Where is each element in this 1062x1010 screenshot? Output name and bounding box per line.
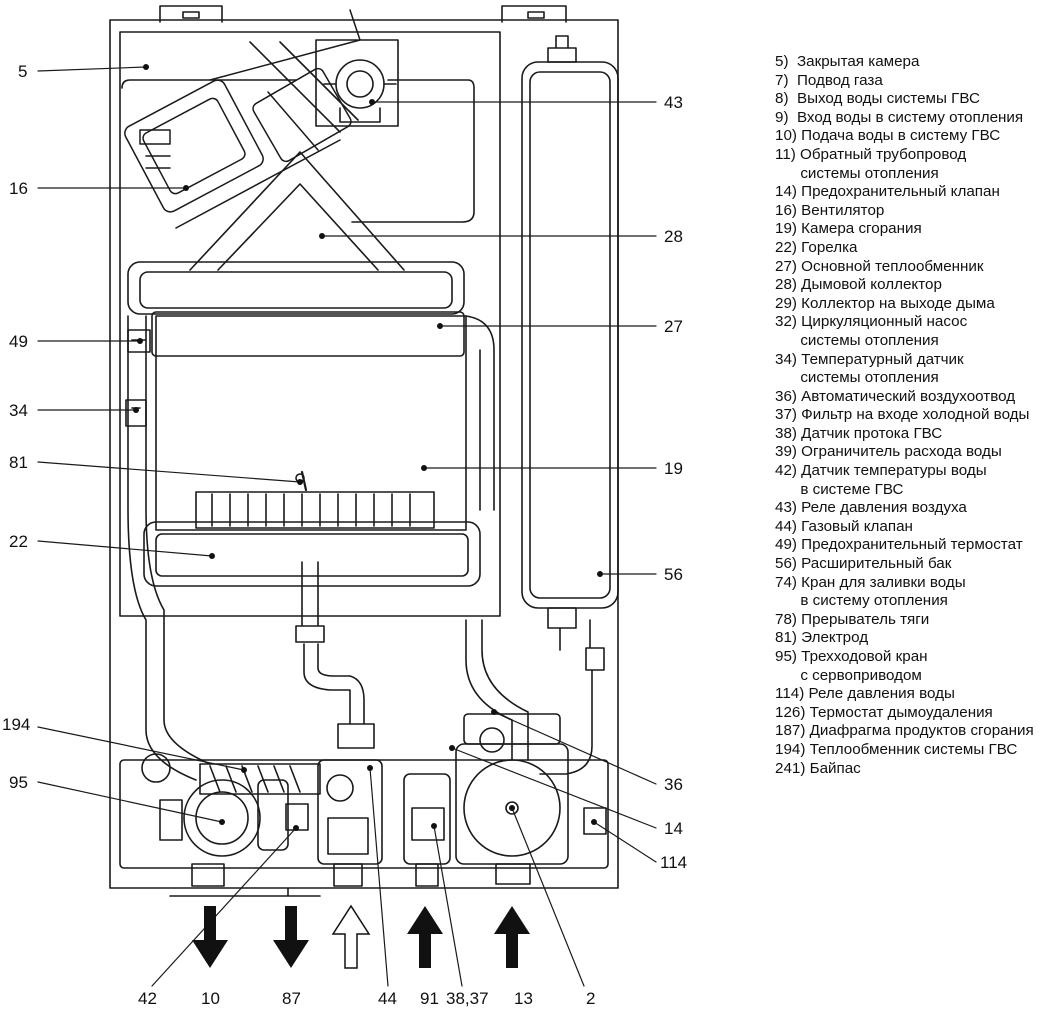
legend-item: 16) Вентилятор	[775, 201, 885, 219]
three-way-valve	[159, 779, 289, 857]
legend-item: 114) Реле давления воды	[775, 685, 955, 703]
legend-item: 7) Подвод газа	[775, 71, 883, 89]
legend-item: 37) Фильтр на входе холодной воды	[775, 406, 1030, 424]
mounting-bracket-left	[159, 5, 223, 23]
legend-item: 187) Диафрагма продуктов сгорания	[775, 722, 1034, 740]
callout-2: 2	[586, 989, 595, 1008]
legend-item: 81) Электрод	[775, 629, 869, 647]
legend-item: 95) Трехходовой кран	[775, 648, 928, 665]
mounting-bracket-right	[501, 5, 567, 23]
legend-item: в системе ГВС	[775, 480, 904, 498]
callout-13: 13	[514, 989, 533, 1008]
leader-dots	[133, 64, 603, 831]
legend-item: 10) Подача воды в систему ГВС	[775, 127, 1001, 145]
callout-49: 49	[9, 332, 28, 351]
outlet-fitting	[191, 863, 225, 887]
heating-pipe-left	[127, 315, 211, 781]
arrow-up-inlet-91	[407, 906, 443, 968]
dhw-heat-exchanger	[199, 763, 321, 795]
fan-assembly	[124, 9, 361, 229]
burner	[143, 491, 481, 587]
callout-34: 34	[9, 401, 28, 420]
legend-item: 14) Предохранительный клапан	[775, 183, 1000, 201]
callout-14: 14	[664, 819, 683, 838]
inner-chamber-frame	[121, 79, 475, 223]
callout-43: 43	[664, 93, 683, 112]
legend-item: 39) Ограничитель расхода воды	[775, 443, 1002, 461]
arrow-up-inlet-13	[494, 906, 530, 968]
legend-item: 194) Теплообменник системы ГВС	[775, 740, 1018, 758]
callout-38-37: 38,37	[446, 989, 489, 1008]
callout-10: 10	[201, 989, 220, 1008]
legend-item: 38) Датчик протока ГВС	[775, 424, 943, 442]
callout-91: 91	[420, 989, 439, 1008]
legend-item: системы отопления	[775, 164, 939, 182]
bypass-port	[141, 753, 171, 783]
callout-27: 27	[664, 317, 683, 336]
legend-item: 8) Выход воды системы ГВС	[775, 90, 980, 108]
hydraulic-group-base	[119, 759, 609, 869]
gas-pipe	[295, 561, 375, 749]
legend-item: 29) Коллектор на выходе дыма	[775, 294, 995, 312]
combustion-chamber	[155, 315, 467, 531]
legend-item: 9) Вход воды в систему отопления	[775, 108, 1024, 126]
callout-81: 81	[9, 453, 28, 472]
heating-pipe-right	[465, 315, 529, 761]
legend-item: 11) Обратный трубопровод	[775, 145, 967, 163]
legend-item: в систему отопления	[775, 592, 948, 610]
arrow-down-outlet-10	[192, 906, 228, 968]
legend-item: 34) Температурный датчик	[775, 350, 964, 368]
flow-arrows	[192, 904, 530, 969]
callout-28: 28	[664, 227, 683, 246]
gas-valve	[317, 759, 383, 887]
legend-item: 22) Горелка	[775, 238, 858, 256]
dhw-temp-sensor	[285, 803, 309, 831]
main-heat-exchanger	[127, 261, 465, 357]
legend-item: 36) Автоматический воздухоотвод	[775, 387, 1016, 405]
legend-item: 44) Газовый клапан	[775, 517, 913, 535]
bottom-lines	[169, 887, 321, 897]
callout-19: 19	[664, 459, 683, 478]
legend-item: системы отопления	[775, 331, 939, 349]
air-pressure-relay	[323, 59, 397, 123]
legend-item: 42) Датчик температуры воды	[775, 462, 987, 480]
legend-item: 241) Байпас	[775, 759, 861, 777]
legend-item: 78) Прерыватель тяги	[775, 610, 930, 628]
callout-5: 5	[18, 62, 27, 81]
callout-87: 87	[282, 989, 301, 1008]
callout-22: 22	[9, 532, 28, 551]
legend-item: 74) Кран для заливки воды	[775, 573, 966, 591]
leader-lines	[37, 66, 657, 987]
legend-item: 49) Предохранительный термостат	[775, 536, 1023, 554]
legend-item: системы отопления	[775, 369, 939, 387]
water-pressure-relay	[583, 807, 607, 835]
callout-95: 95	[9, 773, 28, 792]
legend-item: 56) Расширительный бак	[775, 555, 952, 573]
callout-16: 16	[9, 179, 28, 198]
callout-42: 42	[138, 989, 157, 1008]
legend-item: 19) Камера сгорания	[775, 220, 922, 238]
callout-56: 56	[664, 565, 683, 584]
circulation-pump	[455, 713, 569, 885]
legend-item: 27) Основной теплообменник	[775, 257, 984, 275]
dhw-flow-sensor	[403, 773, 451, 887]
callout-44: 44	[378, 989, 397, 1008]
arrow-down-outlet-87	[273, 906, 309, 968]
callout-36: 36	[664, 775, 683, 794]
expansion-tank	[521, 35, 619, 775]
component-legend: 5) Закрытая камера 7) Подвод газа 8) Вых…	[775, 53, 1060, 778]
legend-item: 32) Циркуляционный насос	[775, 313, 968, 331]
callout-114: 114	[660, 853, 687, 872]
arrow-up-gas-inlet	[331, 904, 371, 969]
legend-item: 28) Дымовой коллектор	[775, 276, 942, 294]
legend-item: 43) Реле давления воздуха	[775, 499, 967, 517]
callout-194: 194	[2, 715, 30, 734]
flue-collector	[189, 39, 405, 271]
legend-item: 126) Термостат дымоудаления	[775, 703, 993, 721]
legend-item: 5) Закрытая камера	[775, 53, 920, 70]
sealed-chamber-panel	[119, 31, 501, 617]
legend-item: с сервоприводом	[775, 666, 922, 684]
